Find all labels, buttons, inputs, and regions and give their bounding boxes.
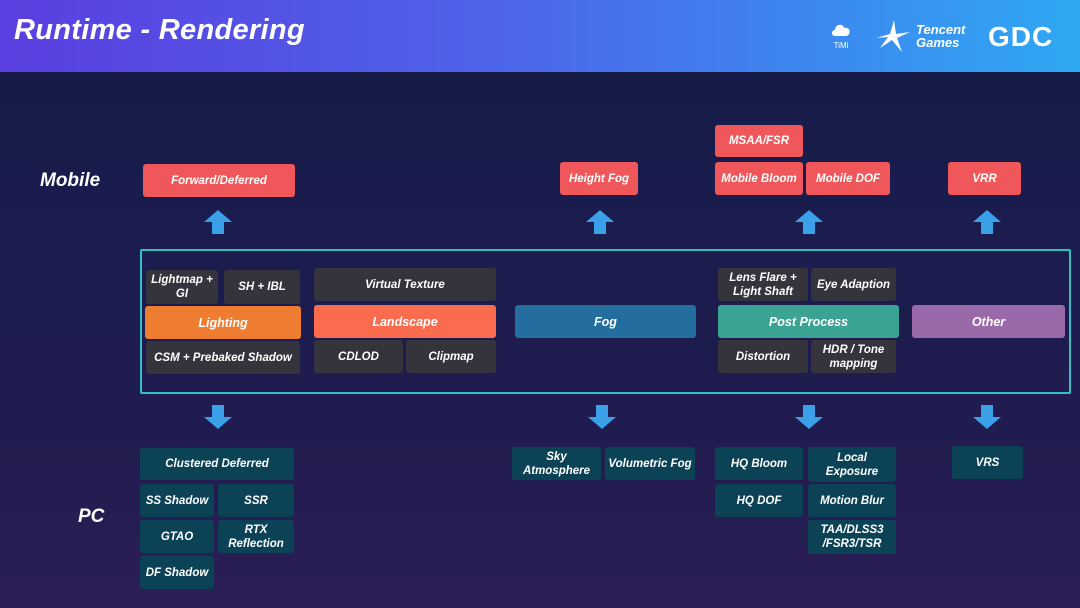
sub-lens-flare-light-shaft: Lens Flare + Light Shaft: [718, 268, 808, 301]
sub-sh-ibl: SH + IBL: [224, 270, 300, 304]
pc-hq-bloom: HQ Bloom: [715, 447, 803, 480]
row-label-mobile: Mobile: [40, 170, 101, 191]
pc-clustered-deferred: Clustered Deferred: [140, 448, 294, 480]
sub-distortion: Distortion: [718, 340, 808, 373]
tencent-logo-line1: Tencent: [916, 22, 966, 37]
row-label-pc: PC: [78, 506, 105, 527]
arrow-down-icon: [204, 405, 232, 429]
arrow-up-icon: [795, 210, 823, 234]
pc-taa-dlss3-fsr3-tsr: TAA/DLSS3 /FSR3/TSR: [808, 520, 896, 554]
timi-cloud-icon: [832, 24, 850, 36]
tencent-logo-line2: Games: [916, 35, 960, 50]
sub-csm-prebaked-shadow: CSM + Prebaked Shadow: [146, 341, 300, 374]
mobile-msaa-fsr: MSAA/FSR: [715, 125, 803, 157]
sub-cdlod: CDLOD: [314, 340, 403, 373]
category-post-process: Post Process: [718, 305, 899, 338]
tencent-games-icon: [876, 20, 910, 52]
category-fog: Fog: [515, 305, 696, 338]
sub-lightmap-gi: Lightmap + GI: [146, 270, 218, 304]
arrow-up-icon: [586, 210, 614, 234]
gdc-logo: GDC: [988, 21, 1054, 52]
sub-clipmap: Clipmap: [406, 340, 496, 373]
mobile-forward-deferred: Forward/Deferred: [143, 164, 295, 197]
page-title: Runtime - Rendering: [14, 14, 305, 46]
pc-rtx-reflection: RTX Reflection: [218, 520, 294, 553]
mobile-dof: Mobile DOF: [806, 162, 890, 195]
arrow-up-icon: [973, 210, 1001, 234]
mobile-height-fog: Height Fog: [560, 162, 638, 195]
category-other: Other: [912, 305, 1065, 338]
timi-logo: TiMi: [826, 20, 856, 50]
pc-hq-dof: HQ DOF: [715, 484, 803, 517]
sub-virtual-texture: Virtual Texture: [314, 268, 496, 301]
arrow-down-icon: [973, 405, 1001, 429]
pc-volumetric-fog: Volumetric Fog: [605, 447, 695, 480]
pc-ssr: SSR: [218, 484, 294, 517]
category-lighting: Lighting: [145, 306, 301, 339]
pc-df-shadow: DF Shadow: [140, 556, 214, 589]
timi-logo-text: TiMi: [833, 41, 849, 50]
mobile-bloom: Mobile Bloom: [715, 162, 803, 195]
pc-sky-atmosphere: Sky Atmosphere: [512, 447, 601, 480]
pc-motion-blur: Motion Blur: [808, 484, 896, 517]
sub-hdr-tone-mapping: HDR / Tone mapping: [811, 340, 896, 373]
sub-eye-adaption: Eye Adaption: [811, 268, 896, 301]
category-landscape: Landscape: [314, 305, 496, 338]
pc-local-exposure: Local Exposure: [808, 447, 896, 482]
mobile-vrr: VRR: [948, 162, 1021, 195]
arrow-up-icon: [204, 210, 232, 234]
arrow-down-icon: [795, 405, 823, 429]
arrow-down-icon: [588, 405, 616, 429]
pc-ss-shadow: SS Shadow: [140, 484, 214, 517]
core-rendering-frame: [140, 249, 1071, 394]
pc-gtao: GTAO: [140, 520, 214, 553]
pc-vrs: VRS: [952, 446, 1023, 479]
header-bar: Runtime - Rendering TiMi Tencent Games G…: [0, 0, 1080, 72]
